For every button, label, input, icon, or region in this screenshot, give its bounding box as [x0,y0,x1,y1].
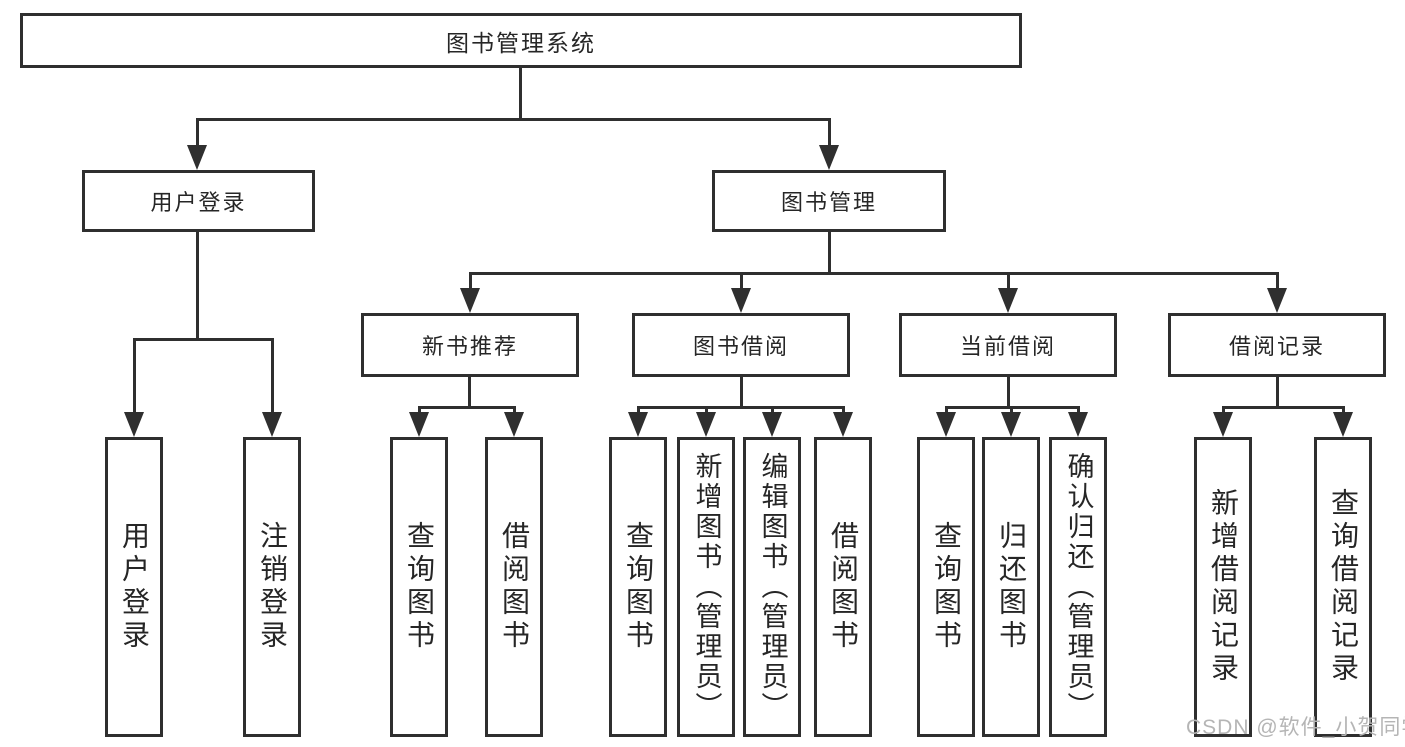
leaf-add-book-admin: 新增图书（管理员） [677,437,735,737]
arrow-down-icon [1333,412,1353,437]
connector-line [637,406,845,409]
leaf-add-borrow-record: 新增借阅记录 [1194,437,1252,737]
connector-line [740,377,743,406]
leaf-logout: 注销登录 [243,437,301,737]
arrow-down-icon [1213,412,1233,437]
arrow-down-icon [819,145,839,170]
node-borrow-records: 借阅记录 [1168,313,1386,377]
leaf-return-book: 归还图书 [982,437,1040,737]
leaf-edit-book-admin: 编辑图书（管理员） [743,437,801,737]
arrow-down-icon [262,412,282,437]
connector-line [1007,272,1010,290]
node-current-borrow: 当前借阅 [899,313,1117,377]
connector-line [196,118,831,121]
connector-line [1222,406,1225,416]
connector-line [828,232,831,272]
connector-line [842,406,845,416]
leaf-query-books-borrow: 查询图书 [609,437,667,737]
leaf-query-borrow-record: 查询借阅记录 [1314,437,1372,737]
arrow-down-icon [124,412,144,437]
connector-line [1222,406,1345,409]
connector-line [469,272,472,290]
node-new-book-recommend: 新书推荐 [361,313,579,377]
arrow-down-icon [504,412,524,437]
leaf-query-books-current: 查询图书 [917,437,975,737]
arrow-down-icon [998,288,1018,313]
node-user-login: 用户登录 [82,170,315,232]
connector-line [196,232,199,338]
connector-line [418,406,421,416]
connector-line [771,406,774,416]
connector-line [519,68,522,118]
arrow-down-icon [696,412,716,437]
arrow-down-icon [460,288,480,313]
connector-line [740,272,743,290]
connector-line [1342,406,1345,416]
arrow-down-icon [1267,288,1287,313]
connector-line [133,338,136,415]
connector-line [133,338,274,341]
connector-line [1007,377,1010,406]
connector-line [1077,406,1080,416]
node-book-management: 图书管理 [712,170,946,232]
connector-line [705,406,708,416]
connector-line [196,118,199,149]
arrow-down-icon [1001,412,1021,437]
csdn-watermark: CSDN @软件_小贺同学 [1186,716,1405,739]
leaf-user-login: 用户登录 [105,437,163,737]
leaf-query-books-recommend: 查询图书 [390,437,448,737]
connector-line [637,406,640,416]
connector-line [1010,406,1013,416]
leaf-confirm-return-admin: 确认归还（管理员） [1049,437,1107,737]
connector-line [1276,377,1279,406]
arrow-down-icon [628,412,648,437]
arrow-down-icon [936,412,956,437]
arrow-down-icon [187,145,207,170]
node-book-borrow: 图书借阅 [632,313,850,377]
connector-line [828,118,831,149]
leaf-borrow-books: 借阅图书 [814,437,872,737]
connector-line [945,406,948,416]
connector-line [468,377,471,406]
node-root: 图书管理系统 [20,13,1022,68]
connector-line [271,338,274,415]
connector-line [418,406,516,409]
connector-line [513,406,516,416]
arrow-down-icon [833,412,853,437]
leaf-borrow-books-recommend: 借阅图书 [485,437,543,737]
connector-line [469,272,1279,275]
arrow-down-icon [762,412,782,437]
arrow-down-icon [1068,412,1088,437]
arrow-down-icon [731,288,751,313]
arrow-down-icon [409,412,429,437]
connector-line [1276,272,1279,290]
